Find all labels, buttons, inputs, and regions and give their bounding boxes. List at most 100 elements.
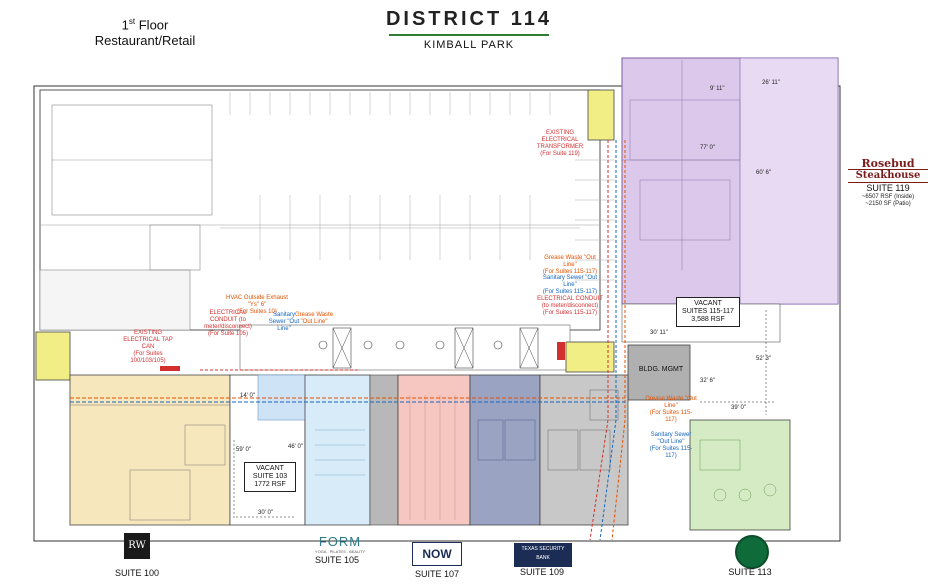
suite-105-label: SUITE 105 xyxy=(314,555,360,565)
dim-7: 32' 6" xyxy=(700,378,715,384)
floor-label: 1st Floor Restaurant/Retail xyxy=(60,14,230,49)
vacant-103-line1: VACANT xyxy=(256,465,284,472)
grease-note-3: Grease Waste "Out Line" (For Suites 115-… xyxy=(645,396,697,424)
sewer-note-3: Sanitary Sewer "Out Line" (For Suites 11… xyxy=(645,432,697,460)
vacant-103-label: VACANT SUITE 103 1772 RSF xyxy=(244,462,296,492)
stair-core-north xyxy=(587,89,615,141)
parking-stalls-top xyxy=(229,92,551,115)
sewer-note-2: Sanitary Sewer "Out Line" xyxy=(268,312,300,332)
rosebud-logo: Rosebud Steakhouse xyxy=(848,158,928,183)
conduit1-label: ELECTRICAL CONDUIT (to meter/disconnect) xyxy=(537,296,603,309)
corridor-gray xyxy=(369,374,399,526)
grease1-sub: (For Suites 115-117) xyxy=(542,269,598,275)
title-rule xyxy=(389,34,549,36)
now-logo: NOW xyxy=(412,542,462,566)
dim-8: 39' 0" xyxy=(731,405,746,411)
suite-100-area xyxy=(69,374,231,526)
floor-use: Restaurant/Retail xyxy=(94,33,196,49)
stair-core-west xyxy=(35,331,71,381)
tapcan-note: EXISTING ELECTRICAL TAP CAN (For Suites … xyxy=(118,330,178,365)
suite-111-area xyxy=(539,374,629,526)
parking-stalls-middle xyxy=(220,195,580,260)
conduit2-sub: (For Suite 105) xyxy=(207,331,249,337)
electrical-line xyxy=(589,140,609,541)
tapcan-sub: (For Suites 100/103/105) xyxy=(130,351,166,364)
floor-ordinal: st xyxy=(128,17,136,26)
suite-119-inside: ~6507 RSF (Inside) xyxy=(861,194,915,200)
grease-note-2: Grease Waste "Out Line" xyxy=(294,312,334,325)
bldg-mgmt-label: BLDG. MGMT xyxy=(638,366,684,373)
vacant-115-label: VACANT SUITES 115-117 3,588 RSF xyxy=(676,297,740,327)
page-title: DISTRICT 114 xyxy=(385,8,553,30)
rosebud-name: Rosebud xyxy=(861,157,915,170)
conduit1-sub: (For Suites 115-117) xyxy=(542,310,598,316)
grease3-label: Grease Waste "Out Line" xyxy=(645,396,697,409)
stair-core-center xyxy=(565,341,615,373)
grease-line xyxy=(611,140,626,541)
suite-109-interior xyxy=(477,419,536,461)
dim-2: 26' 11" xyxy=(762,80,780,86)
service-bay-row xyxy=(239,324,571,371)
hvac-note: HVAC Outside Exhaust "Ys" 6" (For Suites… xyxy=(222,295,292,316)
vacant-115-line1: VACANT xyxy=(694,300,722,307)
suite-100-logo: RW xyxy=(124,533,150,559)
tapcan-label: EXISTING ELECTRICAL TAP CAN xyxy=(123,330,173,350)
sewer3-label: Sanitary Sewer "Out Line" xyxy=(650,432,692,445)
suite-119-details: ~6507 RSF (Inside) ~2150 SF (Patio) xyxy=(850,194,926,208)
conduit-note-2: ELECTRICAL CONDUIT (to meter/disconnect)… xyxy=(196,310,260,338)
hvac-sub: (For Suites 10) xyxy=(237,309,277,315)
dim-9: 14' 0" xyxy=(240,393,255,399)
sewer1-label: Sanitary Sewer "Out Line" xyxy=(542,275,598,288)
dim-6: 52' 3" xyxy=(756,356,771,362)
suite-113-area xyxy=(689,419,791,531)
dim-11: 30' 0" xyxy=(258,510,273,516)
suite-113-interior xyxy=(699,439,777,502)
suite-119-label: SUITE 119 xyxy=(866,183,910,193)
garage-ramp-lower xyxy=(39,269,191,331)
bank-logo: TEXAS SECURITY BANK xyxy=(514,543,572,567)
form-name: FORM xyxy=(318,534,362,549)
sewer3-sub: (For Suites 115-117) xyxy=(649,446,693,459)
suite-100-label: SUITE 100 xyxy=(114,568,160,578)
bank-name: TEXAS SECURITY xyxy=(521,546,565,552)
dim-12: 59' 0" xyxy=(236,447,251,453)
suite-107-interior xyxy=(409,395,456,520)
form-tagline: YOGA . PILATES . BEAUTY xyxy=(314,549,366,554)
page-subtitle: KIMBALL PARK xyxy=(423,39,515,51)
dim-4: 60' 6" xyxy=(756,170,771,176)
suite-119-interior xyxy=(622,60,741,270)
title-block: DISTRICT 114 KIMBALL PARK xyxy=(383,8,555,51)
transformer-sub: (For Suite 119) xyxy=(540,151,580,157)
dim-5: 30' 11" xyxy=(650,330,668,336)
floor-word: Floor xyxy=(138,17,169,33)
suite-100-interior xyxy=(70,404,230,521)
transformer-label: EXISTING ELECTRICAL TRANSFORMER xyxy=(536,130,584,150)
suite-119-patio: ~2150 SF (Patio) xyxy=(865,201,911,207)
bldg-mgmt-area xyxy=(627,344,691,401)
grease-note-1: Grease Waste "Out Line" (For Suites 115-… xyxy=(540,255,600,276)
dim-3: 77' 0" xyxy=(700,145,715,151)
conduit2-label: ELECTRICAL CONDUIT (to meter/disconnect) xyxy=(204,310,252,330)
floor-number: 1 xyxy=(121,17,129,33)
suite-107-label: SUITE 107 xyxy=(414,569,460,579)
suite-105-interior xyxy=(315,429,365,476)
vacant-115-line2: SUITES 115-117 xyxy=(682,308,734,315)
sewer1-sub: (For Suites 115-117) xyxy=(542,289,598,295)
sewer-line xyxy=(599,140,617,541)
suite-111-interior xyxy=(547,389,619,471)
suite-119-patio xyxy=(739,57,839,305)
starbucks-logo-icon xyxy=(735,535,769,569)
suite-109-area xyxy=(469,374,541,526)
conduit-marker xyxy=(557,342,565,360)
conduit-note-1: ELECTRICAL CONDUIT (to meter/disconnect)… xyxy=(536,296,604,317)
steakhouse-name: Steakhouse xyxy=(848,169,928,183)
vacant-103-line2: SUITE 103 xyxy=(252,473,288,480)
dim-1: 9' 11" xyxy=(710,86,725,92)
dim-10: 46' 0" xyxy=(288,444,303,450)
bank-sub: BANK xyxy=(536,555,550,561)
hvac-label: HVAC Outside Exhaust "Ys" 6" xyxy=(226,295,288,308)
grease3-sub: (For Suites 115-117) xyxy=(649,410,693,423)
grease1-label: Grease Waste "Out Line" xyxy=(544,255,596,268)
sewer-note-1: Sanitary Sewer "Out Line" (For Suites 11… xyxy=(540,275,600,296)
